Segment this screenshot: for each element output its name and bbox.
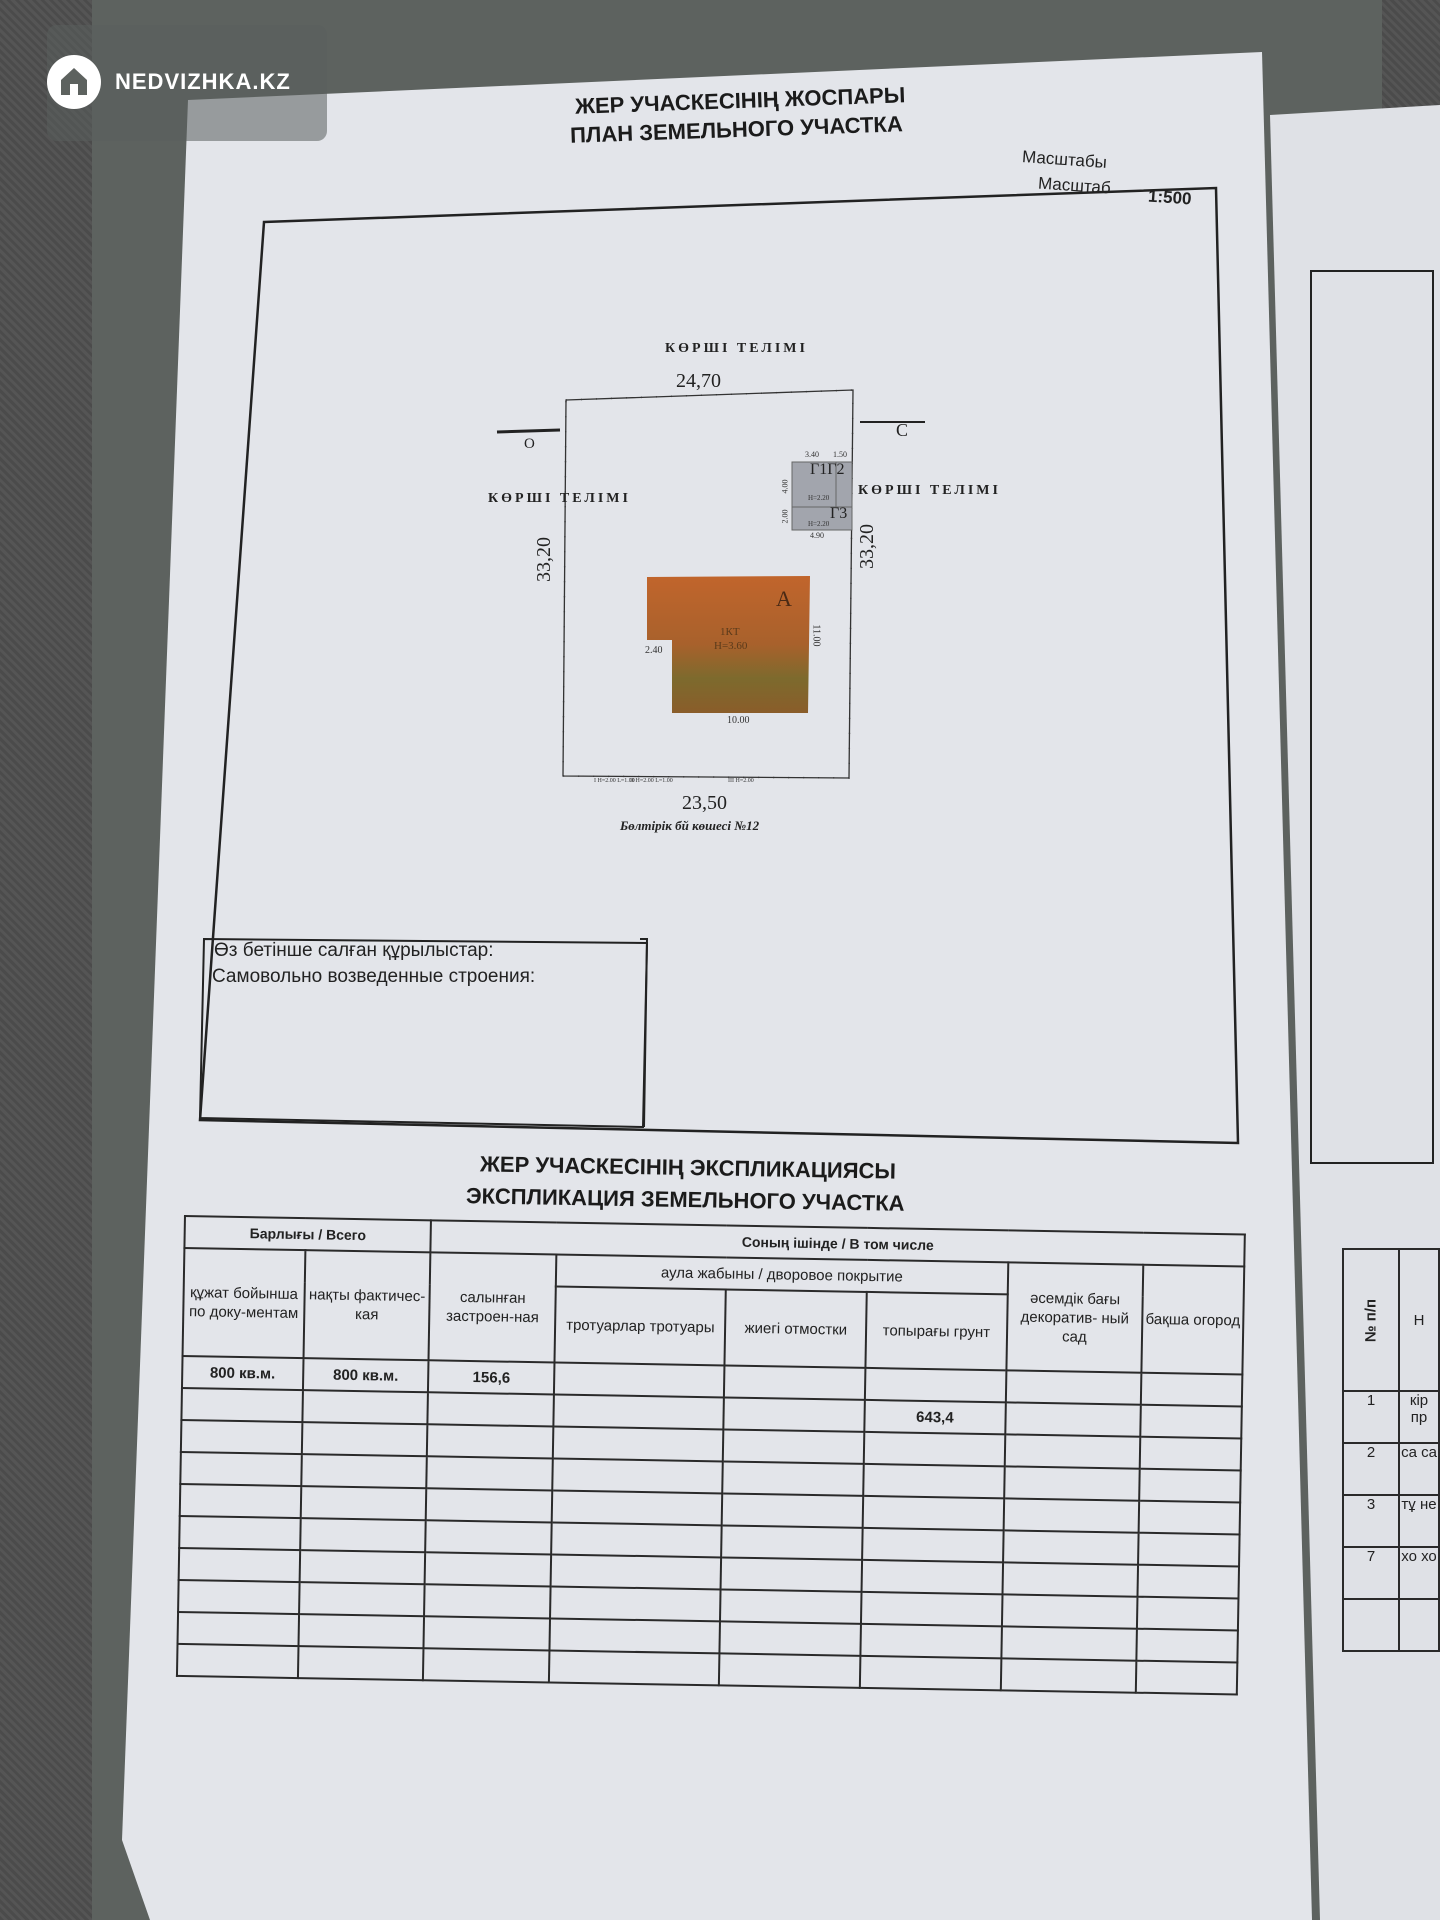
cell [553, 1362, 725, 1398]
outbuilding-dim-b: 1.50 [833, 450, 847, 459]
cell-actual: 800 кв.м. [302, 1358, 429, 1393]
building-bottom-dim: 10.00 [727, 715, 750, 726]
cell [1141, 1372, 1243, 1407]
watermark-text: NEDVIZHKA.KZ [115, 69, 291, 94]
side-row-text: тұ не [1398, 1494, 1440, 1548]
outbuilding-dim-c: 4.00 [780, 479, 790, 494]
side-row-text [1398, 1598, 1440, 1652]
col-blind: жиегі отмостки [724, 1289, 867, 1368]
building-notch-dim: 2.40 [645, 645, 663, 656]
outbuilding-dim-e: 4.90 [810, 531, 824, 540]
house-icon [47, 55, 101, 109]
explication-table: Барлығы / Всего Соның ішінде / В том чис… [176, 1215, 1246, 1695]
col-garden: әсемдік бағы декоратив- ный сад [1006, 1262, 1144, 1373]
side-header: № п/п [1362, 1298, 1380, 1342]
west-arrow [496, 428, 561, 434]
plot-boundary [562, 389, 854, 779]
outbuilding-height-top: H=2.20 [808, 494, 830, 502]
cell [427, 1392, 554, 1427]
unauthorized-label-kz: Өз бетінше салған құрылыстар: [214, 940, 494, 961]
cell [724, 1365, 866, 1400]
outbuilding-height-bottom: H=2.20 [808, 520, 830, 528]
col-ground: топырағы грунт [865, 1291, 1008, 1371]
unauthorized-label-ru: Самовольно возведенные строения: [212, 966, 536, 987]
fence-mark: III H=2.00 [728, 778, 754, 784]
left-length: 33,20 [533, 537, 555, 582]
building-height: H=3.60 [714, 640, 748, 652]
building-floors: 1КТ [720, 626, 740, 638]
street-address: Бөлтірік бй көшесі №12 [620, 818, 760, 833]
main-frame [198, 186, 1240, 1145]
side-row-text: са са [1398, 1442, 1440, 1496]
second-page-frame [1310, 270, 1434, 1164]
cell [864, 1367, 1007, 1403]
side-row-text: кір пр [1398, 1390, 1440, 1444]
cell-ground: 643,4 [864, 1399, 1006, 1435]
cell-built: 156,6 [428, 1360, 555, 1395]
col-sidewalks: тротуарлар тротуары [554, 1286, 727, 1366]
side-row-number: 2 [1342, 1442, 1400, 1496]
east-mark: С [896, 420, 909, 440]
header-total: Барлығы / Всего [184, 1216, 432, 1253]
cell [553, 1394, 725, 1430]
unauthorized-box [198, 937, 649, 1129]
side-row-number: 7 [1342, 1546, 1400, 1600]
top-length: 24,70 [676, 370, 721, 392]
cell [181, 1387, 303, 1423]
side-header2: Н [1398, 1248, 1440, 1392]
fence-mark: I H=2.00 L=1.00 [594, 778, 635, 784]
outbuilding-dim-d: 2.00 [780, 509, 790, 524]
building-letter: А [776, 586, 792, 611]
outbuilding-label-top: Г1Г2 [810, 461, 845, 478]
outbuilding [791, 461, 853, 531]
right-length: 33,20 [856, 524, 878, 569]
outbuilding-label-bottom: Г3 [830, 505, 848, 522]
side-row-number: 1 [1342, 1390, 1400, 1444]
side-row-number [1342, 1598, 1400, 1652]
col-docs: құжат бойынша по доку-ментам [182, 1248, 306, 1359]
cell-docs: 800 кв.м. [181, 1355, 304, 1391]
cell [723, 1397, 865, 1432]
watermark: NEDVIZHKA.KZ [47, 25, 327, 141]
outbuilding-dim-a: 3.40 [805, 450, 819, 459]
building-a [647, 576, 810, 713]
side-row-number: 3 [1342, 1494, 1400, 1548]
neighbor-label-left: КӨРШІ ТЕЛІМІ [488, 491, 631, 506]
cell [1005, 1370, 1142, 1405]
neighbor-label-right: КӨРШІ ТЕЛІМІ [858, 483, 1001, 498]
neighbor-label-top: КӨРШІ ТЕЛІМІ [665, 341, 808, 356]
building-side-dim: 11.00 [810, 624, 822, 647]
cell [302, 1390, 429, 1425]
west-mark: О [524, 436, 535, 452]
bottom-length: 23,50 [682, 792, 727, 814]
fence-mark: II H=2.00 L=1.00 [630, 778, 673, 784]
side-row-text: хо хо [1398, 1546, 1440, 1600]
col-vegetable: бақша огород [1141, 1264, 1245, 1375]
cell [1004, 1402, 1142, 1437]
col-actual: нақты фактичес-кая [303, 1250, 431, 1361]
cell [1140, 1404, 1242, 1439]
col-built: салынған застроен-ная [428, 1252, 557, 1363]
